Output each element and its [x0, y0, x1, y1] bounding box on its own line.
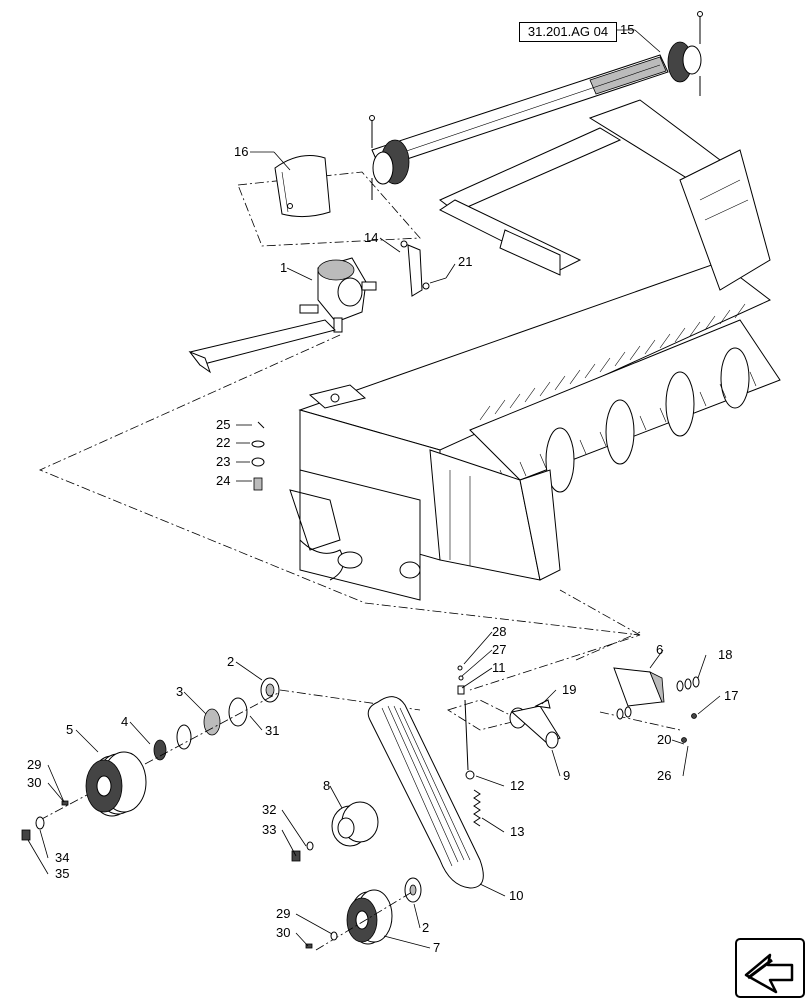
mounting-bracket-6 — [575, 631, 681, 731]
callout-8: 8 — [323, 778, 331, 793]
callout-35: 35 — [55, 866, 70, 881]
callout-9: 9 — [563, 768, 571, 783]
callout-6: 6 — [656, 642, 664, 657]
page-navigation-arrow-icon[interactable] — [735, 938, 805, 998]
callout-33: 33 — [262, 822, 277, 837]
callout-5: 5 — [66, 722, 74, 737]
callout-30-upper: 30 — [27, 775, 42, 790]
v-belt — [367, 696, 484, 889]
callout-18: 18 — [718, 647, 733, 662]
callout-29-upper: 29 — [27, 757, 42, 772]
callout-17: 17 — [724, 688, 739, 703]
callout-24: 24 — [216, 473, 231, 488]
callout-3: 3 — [176, 684, 184, 699]
callout-19: 19 — [562, 682, 577, 697]
callout-16: 16 — [234, 144, 249, 159]
belt-drive-assembly — [21, 631, 700, 951]
bracket — [400, 240, 430, 297]
callout-31: 31 — [265, 723, 280, 738]
callout-22: 22 — [216, 435, 231, 450]
callout-30-lower: 30 — [276, 925, 291, 940]
reference-link-box[interactable]: 31.201.AG 04 — [519, 22, 617, 42]
pulley-5 — [85, 751, 147, 817]
callout-4: 4 — [121, 714, 129, 729]
callout-2-top: 2 — [227, 654, 235, 669]
callout-23: 23 — [216, 454, 231, 469]
callout-20: 20 — [657, 732, 672, 747]
callout-27: 27 — [492, 642, 507, 657]
leader-lines — [27, 29, 721, 949]
header-frame — [188, 99, 781, 601]
drive-shaft — [369, 11, 703, 200]
callout-14: 14 — [364, 230, 379, 245]
callout-11: 11 — [492, 660, 506, 675]
mounting-hardware-stack — [251, 421, 265, 491]
callout-29-lower: 29 — [276, 906, 291, 921]
pulley-7 — [346, 889, 393, 945]
callout-25: 25 — [216, 417, 231, 432]
callout-34: 34 — [55, 850, 70, 865]
callout-32: 32 — [262, 802, 277, 817]
callout-21: 21 — [458, 254, 473, 269]
callout-12: 12 — [510, 778, 525, 793]
callout-15: 15 — [620, 22, 635, 37]
assembly-boundary — [38, 334, 641, 691]
shaft-shield — [237, 155, 421, 247]
idler-pulley — [331, 801, 379, 847]
callout-13: 13 — [510, 824, 525, 839]
callout-26: 26 — [657, 768, 672, 783]
callout-1: 1 — [280, 260, 288, 275]
tensioner-arm — [509, 699, 561, 749]
callout-7: 7 — [433, 940, 441, 955]
gearbox — [299, 257, 377, 333]
callout-28: 28 — [492, 624, 507, 639]
callout-2-bottom: 2 — [422, 920, 430, 935]
callout-10: 10 — [509, 888, 524, 903]
